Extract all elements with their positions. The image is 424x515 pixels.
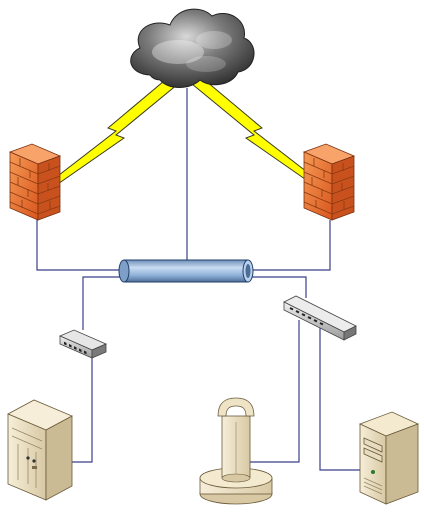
pipe-backbone-icon <box>118 259 254 283</box>
link-backbone-switch-small <box>82 276 122 330</box>
lightning-left <box>48 75 179 187</box>
lightning-right <box>191 75 322 187</box>
hub-icon <box>58 329 108 359</box>
lightning-links <box>48 75 322 187</box>
connection-lines <box>36 88 362 471</box>
firewall-icon <box>8 143 62 221</box>
mainframe-server-icon <box>7 399 73 501</box>
link-switch-large-desktop <box>319 320 362 471</box>
link-firewall-right-backbone <box>252 220 331 271</box>
link-firewall-left-backbone <box>36 218 122 271</box>
firewall-icon <box>302 143 356 221</box>
tower-column-icon <box>199 397 273 505</box>
link-backbone-switch-large <box>252 276 307 298</box>
server-icon <box>358 411 420 505</box>
link-switch-large-tower <box>247 320 300 463</box>
link-switch-small-mainframe <box>70 355 93 463</box>
switch-icon <box>283 295 357 341</box>
cloud-icon <box>130 8 255 88</box>
